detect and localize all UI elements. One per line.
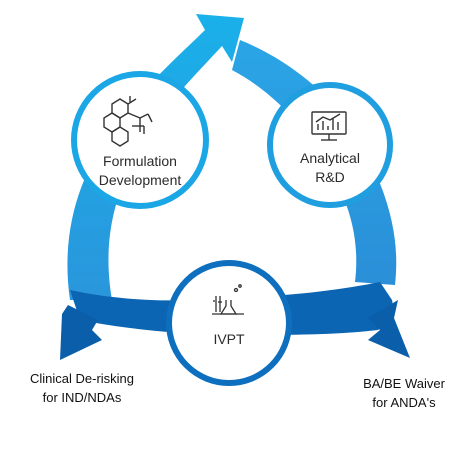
output-left-line1: Clinical De-risking	[30, 371, 134, 386]
molecule-icon	[103, 96, 153, 147]
output-left-line2: for IND/NDAs	[43, 390, 122, 405]
cycle-arrow-right	[232, 40, 397, 285]
output-arrow-left	[60, 305, 102, 360]
node-ivpt: IVPT	[166, 260, 292, 386]
output-right-line2: for ANDA's	[372, 395, 436, 410]
node-analytical: Analytical R&D	[267, 82, 393, 208]
formulation-label-line1: Formulation	[103, 153, 177, 169]
output-right-line1: BA/BE Waiver	[363, 376, 446, 391]
output-arrow-right	[368, 300, 410, 358]
lab-flask-icon	[212, 284, 244, 315]
monitor-chart-icon	[311, 111, 347, 141]
ivpt-label: IVPT	[213, 331, 245, 347]
analytical-label-line2: R&D	[315, 169, 345, 185]
analytical-label-line1: Analytical	[300, 150, 360, 166]
formulation-label-line2: Development	[99, 172, 182, 188]
node-formulation: Formulation Development	[71, 71, 209, 209]
